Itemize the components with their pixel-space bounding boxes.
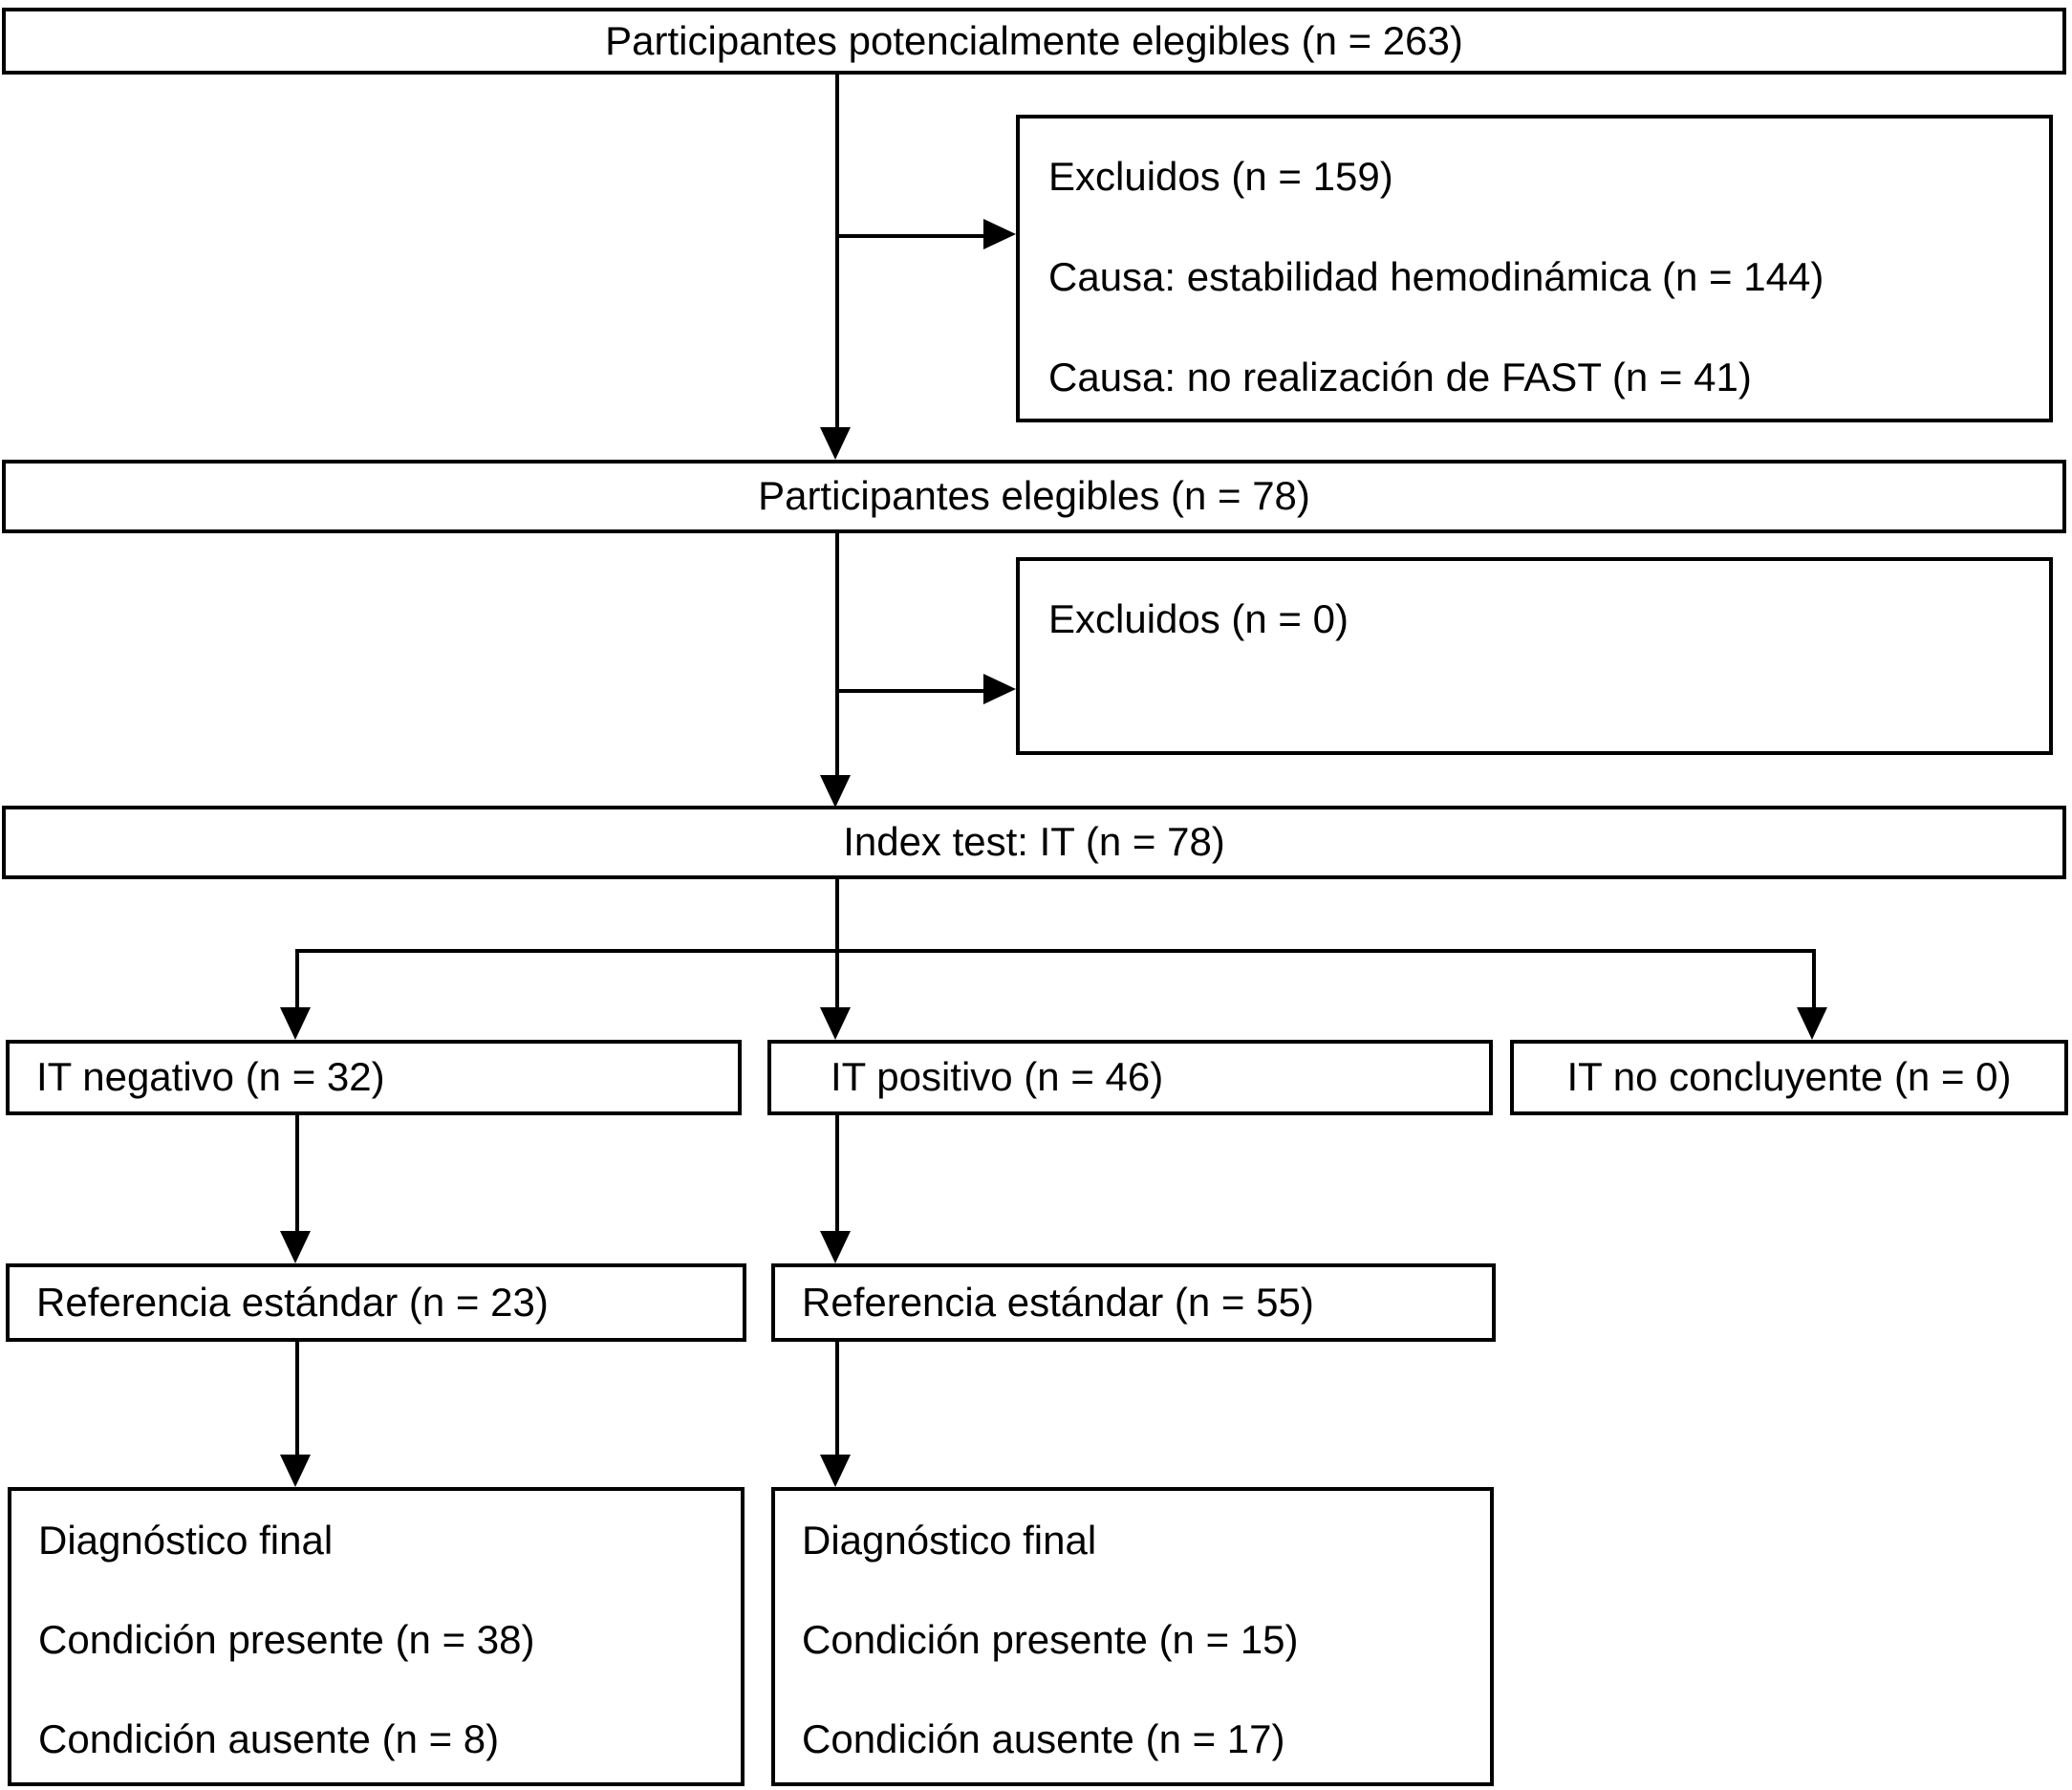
arrowhead-right-icon: [983, 219, 1016, 249]
connector-it-positive-to-reference: [835, 1115, 839, 1233]
node-final-diagnosis-negative: Diagnóstico final Condición presente (n …: [8, 1487, 745, 1786]
node-label: Referencia estándar (n = 55): [802, 1279, 1314, 1325]
node-potentially-eligible: Participantes potencialmente elegibles (…: [2, 8, 2066, 75]
node-it-negative: IT negativo (n = 32): [6, 1040, 742, 1115]
arrowhead-down-icon: [820, 1007, 851, 1040]
connector-excluded-1-horizontal: [837, 234, 983, 238]
connector-reference-negative-to-diagnosis: [295, 1342, 299, 1456]
node-final-diagnosis-positive: Diagnóstico final Condición presente (n …: [771, 1487, 1494, 1786]
node-label: Participantes elegibles (n = 78): [758, 473, 1310, 519]
arrowhead-down-icon: [280, 1455, 311, 1487]
connector-reference-positive-to-diagnosis: [835, 1342, 839, 1456]
node-label: Index test: IT (n = 78): [843, 819, 1225, 865]
connector-branch-rail: [295, 949, 1816, 953]
arrowhead-down-icon: [820, 427, 851, 460]
node-index-test: Index test: IT (n = 78): [2, 806, 2066, 879]
connector-excluded-2-horizontal: [837, 689, 983, 693]
node-reference-positive: Referencia estándar (n = 55): [771, 1263, 1496, 1342]
arrowhead-down-icon: [820, 1455, 851, 1487]
condition-present-label: Condición presente (n = 15): [802, 1617, 1299, 1662]
excluded-count-label: Excluidos (n = 0): [1048, 596, 1349, 641]
arrowhead-down-icon: [280, 1231, 311, 1263]
condition-present-label: Condición presente (n = 38): [38, 1617, 535, 1662]
connector-main-vertical-2: [835, 533, 839, 775]
connector-it-negative-to-reference: [295, 1115, 299, 1233]
arrowhead-right-icon: [983, 674, 1016, 704]
node-it-positive: IT positivo (n = 46): [767, 1040, 1493, 1115]
connector-branch-right: [1812, 949, 1816, 1009]
excluded-cause-1-label: Causa: estabilidad hemodinámica (n = 144…: [1048, 254, 1824, 299]
node-label: Referencia estándar (n = 23): [36, 1279, 549, 1325]
excluded-cause-2-label: Causa: no realización de FAST (n = 41): [1048, 355, 1752, 399]
arrowhead-down-icon: [820, 775, 851, 808]
node-label: IT negativo (n = 32): [36, 1054, 385, 1100]
node-eligible: Participantes elegibles (n = 78): [2, 460, 2066, 533]
node-label: IT no concluyente (n = 0): [1566, 1054, 2012, 1100]
connector-branch-center: [835, 949, 839, 1009]
connector-branch-left: [295, 949, 299, 1009]
final-diagnosis-title: Diagnóstico final: [802, 1518, 1097, 1563]
node-it-inconclusive: IT no concluyente (n = 0): [1510, 1040, 2068, 1115]
node-label: Participantes potencialmente elegibles (…: [605, 17, 1463, 63]
node-reference-negative: Referencia estándar (n = 23): [6, 1263, 746, 1342]
condition-absent-label: Condición ausente (n = 8): [38, 1716, 500, 1761]
arrowhead-down-icon: [1797, 1007, 1827, 1040]
condition-absent-label: Condición ausente (n = 17): [802, 1716, 1285, 1761]
node-excluded-1: Excluidos (n = 159) Causa: estabilidad h…: [1016, 115, 2053, 422]
final-diagnosis-title: Diagnóstico final: [38, 1518, 334, 1563]
connector-main-vertical-1: [835, 75, 839, 430]
connector-branch-stem: [835, 879, 839, 953]
arrowhead-down-icon: [820, 1231, 851, 1263]
arrowhead-down-icon: [280, 1007, 311, 1040]
node-label: IT positivo (n = 46): [831, 1054, 1164, 1100]
excluded-count-label: Excluidos (n = 159): [1048, 154, 1393, 199]
node-excluded-2: Excluidos (n = 0): [1016, 557, 2053, 755]
